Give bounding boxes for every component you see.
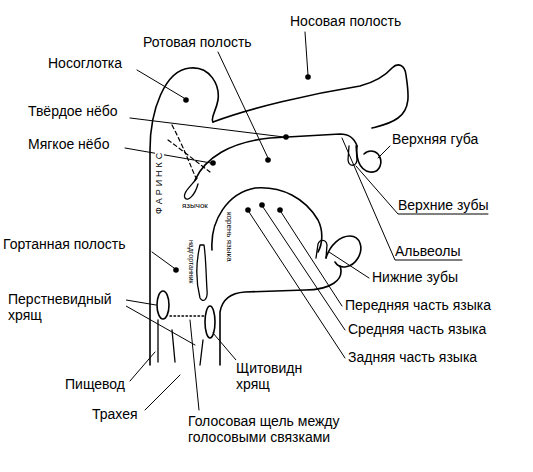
part-label: Пищевод <box>65 376 125 392</box>
leader-line <box>125 148 211 163</box>
leader-line <box>378 146 390 158</box>
leader-line <box>213 333 236 360</box>
leader-line <box>190 320 199 410</box>
jaw <box>220 266 341 365</box>
trachea-wall <box>172 330 175 362</box>
pointer-dot <box>259 202 265 208</box>
pharynx-wall <box>150 68 218 365</box>
leader-lines <box>125 32 488 410</box>
leader-line <box>126 306 195 345</box>
part-label: язычок <box>182 201 208 210</box>
pointer-dot <box>265 157 271 163</box>
leader-line <box>329 252 369 278</box>
leader-line <box>263 207 345 330</box>
soft-palate-dashed <box>168 140 210 172</box>
pointer-dot <box>283 134 289 140</box>
soft-palate-dashed <box>172 125 196 178</box>
pointer-dot <box>277 207 283 213</box>
part-label: Перстневидный хрящ <box>8 291 126 323</box>
part-label: надгортанник <box>188 240 195 284</box>
pointer-dot <box>173 267 179 273</box>
leader-line <box>126 300 156 305</box>
lower-teeth <box>316 240 327 258</box>
leader-line <box>137 70 184 98</box>
part-label: Альвеолы <box>395 243 461 259</box>
part-label: Носоглотка <box>48 55 122 71</box>
pointer-dot <box>305 74 311 80</box>
nasal-outline <box>213 65 408 128</box>
leader-line <box>281 212 342 306</box>
trachea-wall <box>200 340 203 365</box>
leader-line <box>305 32 308 75</box>
pointer-dot <box>210 160 216 166</box>
part-label: Средняя часть языка <box>348 321 486 337</box>
part-label: Ротовая полость <box>143 34 252 50</box>
cricoid-cartilage <box>157 291 169 319</box>
uvula <box>184 178 198 199</box>
part-label: Щитовидн хрящ <box>236 360 312 392</box>
part-label: Мягкое нёбо <box>28 136 109 152</box>
part-label: Трахея <box>92 406 138 422</box>
leader-line <box>356 166 488 214</box>
part-label: Твёрдое нёбо <box>28 103 118 119</box>
part-label: Верхние зубы <box>398 197 488 213</box>
part-label: Гортанная полость <box>3 236 126 252</box>
part-label: Передняя часть языка <box>345 297 491 313</box>
pointer-dot <box>183 97 189 103</box>
leader-line <box>145 375 180 410</box>
leader-line <box>218 52 268 158</box>
part-label: Носовая полость <box>290 13 401 29</box>
upper-lip <box>357 146 381 172</box>
part-label: ФАРИНКС <box>155 150 164 214</box>
lower-lip <box>326 236 361 267</box>
epiglottis <box>197 245 207 300</box>
leader-line <box>130 352 155 381</box>
palate <box>195 134 357 180</box>
part-label: Верхняя губа <box>392 131 478 147</box>
leader-line <box>130 118 284 137</box>
part-label: Голосовая щель между голосовыми связками <box>188 413 366 445</box>
leader-line <box>249 212 345 358</box>
esophagus-wall <box>157 320 158 362</box>
part-label: Задняя часть языка <box>348 349 477 365</box>
glottis-dotted <box>170 315 204 316</box>
pointer-dot <box>245 207 251 213</box>
part-label: корень языка <box>225 212 233 262</box>
leader-line <box>152 252 174 268</box>
part-label: Нижние зубы <box>372 269 458 285</box>
